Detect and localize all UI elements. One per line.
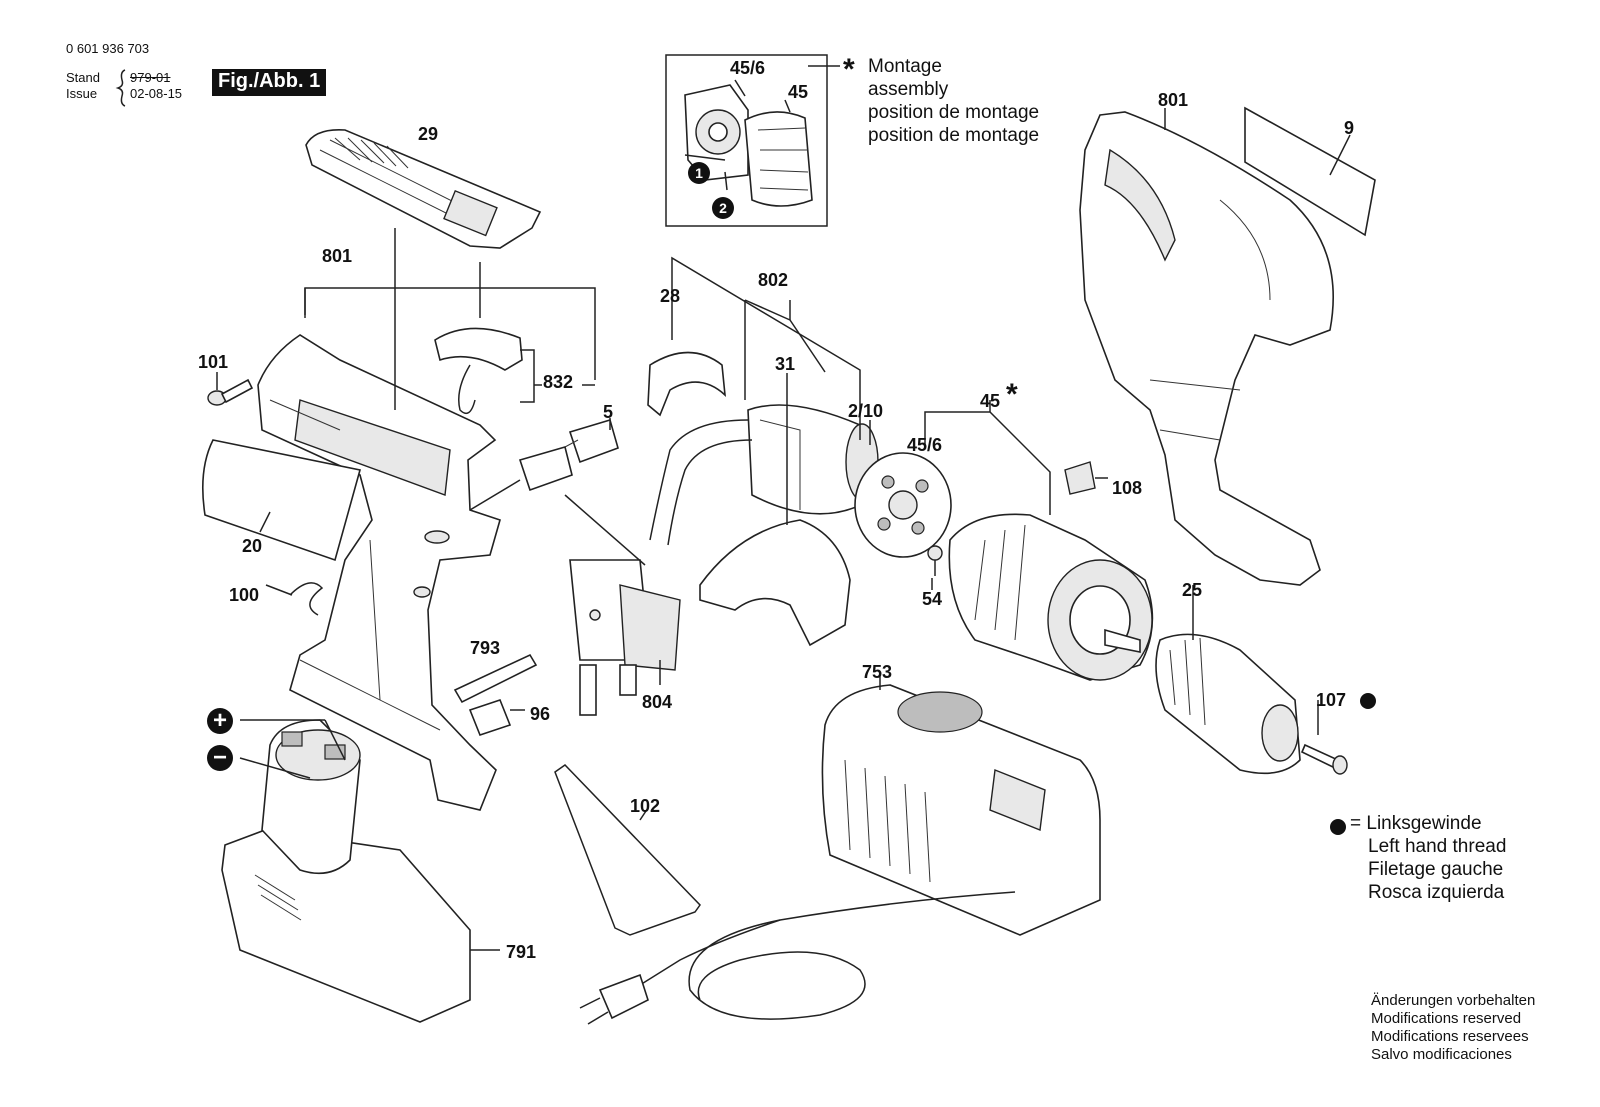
callout-96: 96 (530, 704, 551, 724)
holder-28-drawing (647, 351, 727, 417)
issue-value: 02-08-15 (130, 86, 183, 101)
right-housing-801-drawing (1079, 111, 1334, 586)
label-sheet-20-drawing (201, 439, 362, 562)
screw-101-drawing (207, 378, 254, 406)
callout-793: 793 (470, 638, 501, 658)
callout-25: 25 (1182, 580, 1203, 600)
figure-tag: Fig./Abb. 1 (212, 69, 327, 96)
inset-gear-housing-drawing (684, 79, 813, 207)
stand-label: Stand (66, 70, 100, 85)
callout-801-right: 801 (1158, 90, 1189, 110)
notes-line-3: Modifications reservees (1371, 1028, 1529, 1045)
screw-54-drawing (927, 545, 943, 576)
callout-804: 804 (642, 692, 673, 712)
charger-753-drawing (821, 684, 1101, 936)
callout-100: 100 (229, 585, 260, 605)
issue-label: Issue (66, 86, 98, 101)
battery-791-drawing (221, 719, 471, 1023)
callout-108: 108 (1112, 478, 1143, 498)
legend-dot-icon (1330, 819, 1346, 835)
legend-line-3: Filetage gauche (1368, 859, 1504, 880)
nameplate-9-drawing (1244, 106, 1376, 237)
callout-102: 102 (630, 796, 661, 816)
chuck-25-drawing (1155, 633, 1301, 775)
callout-45-asterisk: * (1006, 378, 1018, 411)
left-thread-dot-107 (1360, 693, 1376, 709)
callout-2-10: 2/10 (848, 401, 884, 421)
callout-107: 107 (1316, 690, 1347, 710)
callout-31: 31 (775, 354, 796, 374)
switch-804-drawing (569, 559, 681, 716)
inset-label-45: 45 (788, 82, 809, 102)
gearbox-45-drawing (948, 513, 1154, 681)
motor-2-10-drawing (649, 404, 879, 546)
spring-100-drawing (289, 582, 324, 616)
stand-value: 979-01 (130, 70, 171, 85)
legend-line-2: Left hand thread (1368, 836, 1507, 857)
clip-832-drawing (434, 327, 523, 415)
callout-45: 45 (980, 391, 1001, 411)
callout-802: 802 (758, 270, 789, 290)
montage-line-1: Montage (868, 56, 942, 77)
power-cable-drawing (579, 891, 1016, 1025)
slide-5-drawing (518, 419, 619, 492)
callout-801-left: 801 (322, 246, 353, 266)
callout-54: 54 (922, 589, 943, 609)
inset-frame (665, 54, 828, 227)
polarity-minus-icon: − (207, 745, 233, 771)
callout-9: 9 (1344, 118, 1355, 138)
callout-29: 29 (418, 124, 439, 144)
callout-45-6: 45/6 (907, 435, 943, 455)
callout-101: 101 (198, 352, 229, 372)
notes-line-4: Salvo modificaciones (1371, 1046, 1512, 1063)
inset-label-45-6: 45/6 (730, 58, 766, 78)
polarity-plus-icon: + (207, 708, 233, 734)
callout-791: 791 (506, 942, 537, 962)
bit-793-drawing (453, 653, 538, 736)
callout-20: 20 (242, 536, 263, 556)
callout-5: 5 (603, 402, 614, 422)
wire-102-drawing (554, 764, 701, 936)
callout-832: 832 (543, 372, 574, 392)
notes-line-2: Modifications reserved (1371, 1010, 1522, 1027)
montage-line-3: position de montage (868, 102, 1040, 123)
montage-line-4: position de montage (868, 125, 1040, 146)
leader-lines (115, 65, 1351, 951)
inset-step-2: 2 (712, 197, 734, 219)
screw-107-drawing (1300, 743, 1348, 775)
callout-28: 28 (660, 286, 681, 306)
montage-asterisk: * (843, 53, 855, 86)
callout-753: 753 (862, 662, 893, 682)
clip-108-drawing (1064, 461, 1096, 495)
part-number: 0 601 936 703 (66, 41, 150, 56)
carrier-45-6-drawing (854, 452, 952, 558)
legend-line-4: Rosca izquierda (1368, 882, 1505, 903)
legend-line-1: = Linksgewinde (1350, 813, 1482, 834)
inset-step-1: 1 (688, 162, 710, 184)
left-housing-801-drawing (257, 334, 501, 811)
notes-line-1: Änderungen vorbehalten (1371, 992, 1536, 1009)
magnet-shell-31-drawing (699, 519, 851, 647)
montage-line-2: assembly (868, 79, 949, 100)
top-cover-29-drawing (305, 128, 542, 249)
